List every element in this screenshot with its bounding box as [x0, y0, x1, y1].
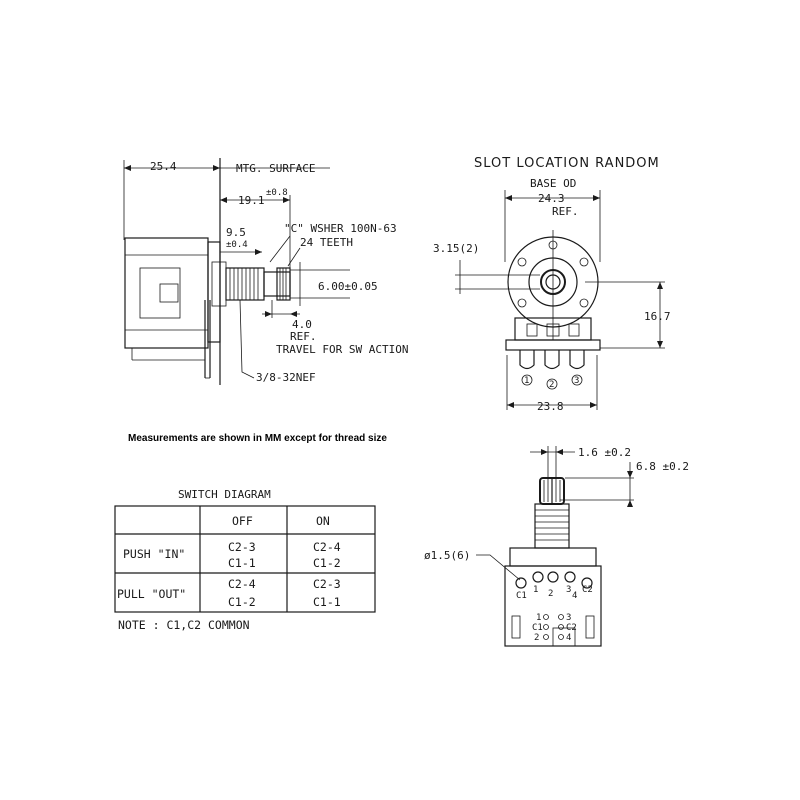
push-off-1: C2-3 — [228, 540, 256, 554]
dim-shaft-diameter: 6.00±0.05 — [318, 280, 378, 293]
travel-ref: REF. — [290, 330, 317, 343]
pull-off-1: C2-4 — [228, 577, 256, 591]
push-off-2: C1-1 — [228, 556, 256, 570]
dim-overall: 25.4 — [150, 160, 177, 173]
front-view: SLOT LOCATION RANDOM BASE OD 24.3 REF. 3… — [433, 156, 671, 413]
pin-label-1: 1 — [524, 376, 529, 386]
row-pull: PULL "OUT" — [117, 587, 186, 601]
switch-diagram-title: SWITCH DIAGRAM — [178, 488, 271, 501]
pin-c1: C1 — [516, 591, 527, 601]
col-off: OFF — [232, 514, 253, 528]
pull-on-2: C1-1 — [313, 595, 341, 609]
row-push: PUSH "IN" — [123, 547, 185, 561]
dim-height: 16.7 — [644, 310, 671, 323]
dim-shaft-tol: ±0.8 — [266, 188, 288, 198]
inner-3: 3 — [566, 613, 571, 623]
dim-travel: 4.0 — [292, 318, 312, 331]
pin-4: 4 — [572, 591, 577, 601]
pull-on-1: C2-3 — [313, 577, 341, 591]
inner-c1: C1 — [532, 623, 543, 633]
inner-c2: C2 — [566, 623, 577, 633]
mtg-surface-label: MTG. SURFACE — [236, 162, 315, 175]
col-on: ON — [316, 514, 330, 528]
dim-base: 24.3 — [538, 192, 565, 205]
pin-label-3: 3 — [574, 376, 579, 386]
inner-1: 1 — [536, 613, 541, 623]
common-note: NOTE : C1,C2 COMMON — [118, 618, 250, 632]
pin-3: 3 — [566, 585, 571, 595]
dim-slot: 3.15(2) — [433, 242, 479, 255]
front-view-title: SLOT LOCATION RANDOM — [474, 156, 660, 171]
dim-flat: 1.6 ±0.2 — [578, 446, 631, 459]
push-on-2: C1-2 — [313, 556, 341, 570]
dim-width: 23.8 — [537, 400, 564, 413]
base-od-label: BASE OD — [530, 177, 576, 190]
pin-2: 2 — [548, 589, 553, 599]
teeth-label: 24 TEETH — [300, 236, 353, 249]
base-ref: REF. — [552, 205, 579, 218]
pin-1: 1 — [533, 585, 538, 595]
switch-diagram: SWITCH DIAGRAM OFF ON PUSH "IN" PULL "OU… — [114, 488, 376, 632]
dim-knurl: 6.8 ±0.2 — [636, 460, 689, 473]
travel-note: TRAVEL FOR SW ACTION — [276, 343, 408, 356]
thread-label: 3/8-32NEF — [256, 371, 316, 384]
push-on-1: C2-4 — [313, 540, 341, 554]
inner-2: 2 — [534, 633, 539, 643]
side-view: 25.4 MTG. SURFACE 19.1 ±0.8 9.5 ±0.4 "C"… — [123, 158, 408, 385]
pin-c2: C2 — [582, 585, 593, 595]
pin-label-2: 2 — [549, 380, 554, 390]
bottom-view: 1.6 ±0.2 6.8 ±0.2 ø1.5(6) — [424, 446, 689, 647]
washer-label: "C" WSHER 100N-63 — [284, 222, 397, 235]
pin-lugs — [519, 350, 585, 370]
dim-shaft: 19.1 — [238, 194, 265, 207]
dim-hole: ø1.5(6) — [424, 549, 470, 562]
dim-bushing-tol: ±0.4 — [226, 240, 248, 250]
inner-4: 4 — [566, 633, 571, 643]
pull-off-2: C1-2 — [228, 595, 256, 609]
dim-bushing: 9.5 — [226, 226, 246, 239]
units-note: Measurements are shown in MM except for … — [128, 433, 387, 444]
